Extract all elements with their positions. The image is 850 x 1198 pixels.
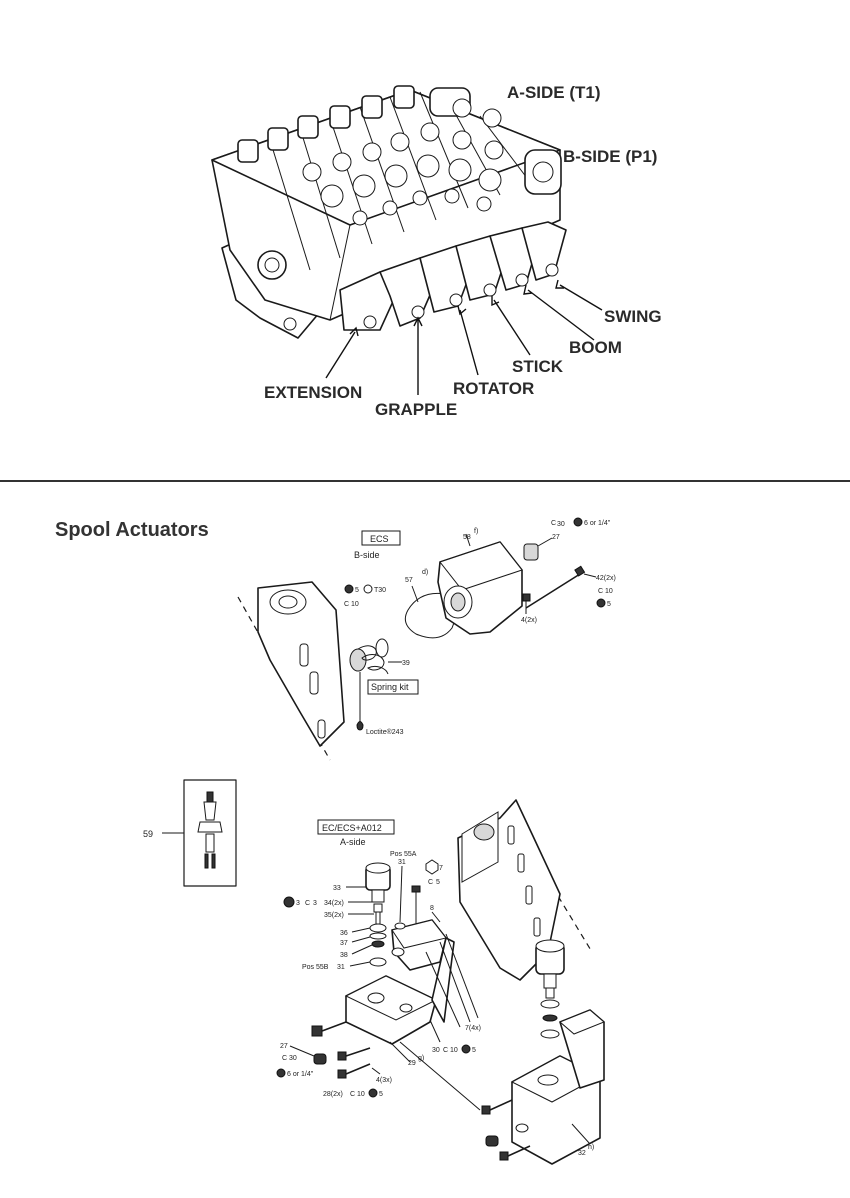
actuator-housing-58 [437,541,523,635]
label-arrows [325,279,603,395]
part-7a-label: 7 [439,865,443,872]
part-39-label: 39 [402,660,410,667]
label-boom: BOOM [569,338,622,357]
sym-c-10-d: C [350,1091,355,1098]
oring-icon [573,517,583,527]
part-27-top-label: 27 [552,534,560,541]
part-59-inset: 59 [143,779,237,887]
part-34-label: 34(2x) [324,900,344,907]
part-5b-label: 5 [436,879,440,886]
section-title: Spool Actuators [55,519,209,541]
sym-c-10-a: C [598,588,603,595]
part-3b-label: 3 [313,900,317,907]
spool-actuators [339,221,567,331]
part-57-label: 57 [405,577,413,584]
label-rotator: ROTATOR [453,379,534,398]
spring [349,638,389,675]
part-6-or-b-label: 6 or 1/4" [287,1071,314,1078]
spring-kit-box [367,679,419,695]
label-a-side: A-SIDE (T1) [507,83,601,102]
part-8-label: 8 [430,905,434,912]
part-33-label: 33 [333,885,341,892]
ecs-box-label: ECS [370,534,389,544]
spool-actuators-diagram: Spool Actuators ECS B-side 39 Spring kit… [55,517,616,1165]
spring-kit-label: Spring kit [371,682,409,692]
ec-box-label: EC/ECS+A012 [322,823,382,833]
part-30-c-label: 30 [289,1055,297,1062]
valve-block-diagram: A-SIDE (T1) B-SIDE (P1) SWING BOOM STICK… [211,83,662,419]
part-5-t30-label: 5 [355,587,359,594]
part-42-label: 42(2x) [596,575,616,582]
part-5-a-label: 5 [607,601,611,608]
part-7-4x-label: 7(4x) [465,1025,481,1032]
loctite-label: Loctite®243 [366,728,404,736]
part-32-label: 32 [578,1150,586,1157]
part-10-d-label: 10 [357,1091,365,1098]
part-3a-label: 3 [296,900,300,907]
part-29-label: 29 [408,1060,416,1067]
part-6-or-label: 6 or 1/4" [584,520,611,527]
pos-55a-label: Pos 55A [390,851,417,858]
part-59-label: 59 [143,829,153,839]
sym-c-10-b: C [344,601,349,608]
part-5-c-label: 5 [472,1047,476,1054]
part-4-3x-label: 4(3x) [376,1077,392,1084]
b-side-label: B-side [354,550,380,560]
label-b-side: B-SIDE (P1) [563,147,657,166]
ec-box [317,819,395,835]
t30-label: T30 [374,587,386,594]
sym-c-30-b: C [282,1055,287,1062]
part-32-note: h) [588,1144,594,1151]
label-extension: EXTENSION [264,383,362,402]
part-30-b-label: 30 [432,1047,440,1054]
part-10-b-label: 10 [351,601,359,608]
part-57-note: d) [422,569,428,576]
sym-c-10-c: C [443,1047,448,1054]
part-30-top-label: 30 [557,521,565,528]
part-38-label: 38 [340,952,348,959]
part-36-label: 36 [340,930,348,937]
sym-c-5: C [428,879,433,886]
part-4-2x-label: 4(2x) [521,617,537,624]
part-29-note: g) [418,1055,424,1062]
top-caps [237,85,504,226]
a-side-label: A-side [340,837,366,847]
label-stick: STICK [512,357,564,376]
part-5-d-label: 5 [379,1091,383,1098]
ecs-exploded-view: ECS B-side 39 Spring kit Loctite®243 57 … [237,517,616,761]
ecs-box [361,530,401,546]
pos-55b-label: Pos 55B [302,964,329,971]
part-27-b-label: 27 [280,1043,288,1050]
part-31-b-label: 31 [337,964,345,971]
part-37-label: 37 [340,940,348,947]
part-58-label: 58 [463,534,471,541]
label-grapple: GRAPPLE [375,400,457,419]
label-swing: SWING [604,307,662,326]
part-35-label: 35(2x) [324,912,344,919]
ec-a-side-view: EC/ECS+A012 A-side 33 3 C [276,799,605,1165]
section-divider [0,480,850,482]
part-31-a-label: 31 [398,859,406,866]
sym-c-3: C [305,900,310,907]
part-10-c-label: 10 [450,1047,458,1054]
part-58-note: f) [474,528,478,535]
part-28-label: 28(2x) [323,1091,343,1098]
part-10-a-label: 10 [605,588,613,595]
sym-c-30: C [551,520,556,527]
